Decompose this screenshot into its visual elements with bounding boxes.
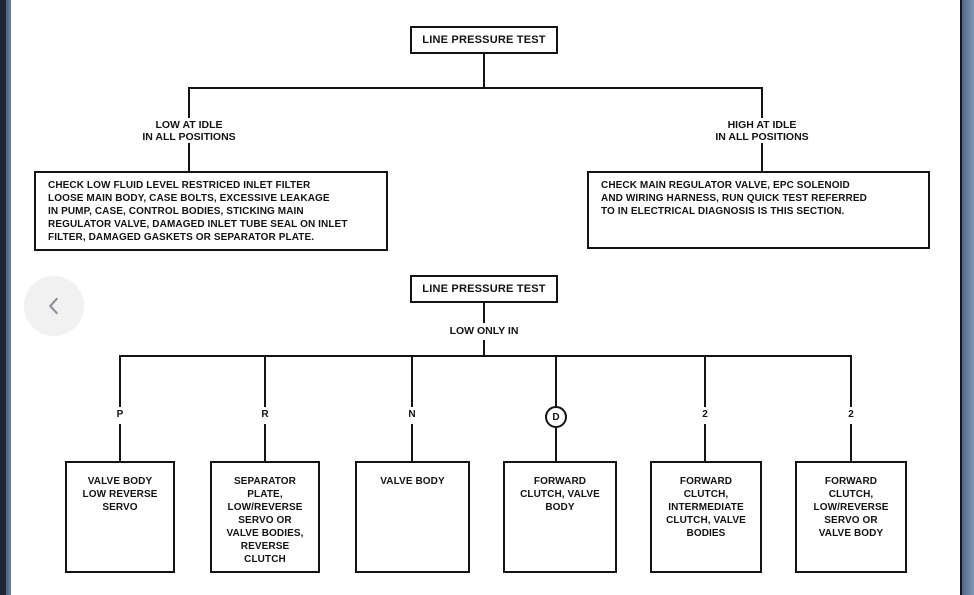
flow-box-result-2a: FORWARD CLUTCH, INTERMEDIATE CLUTCH, VAL… (650, 461, 762, 573)
connector (555, 428, 557, 461)
flow-box-line-pressure-test-2: LINE PRESSURE TEST (410, 275, 558, 303)
gear-position-label-n: N (408, 409, 416, 420)
connector (483, 54, 485, 88)
flow-box-high-idle-action: CHECK MAIN REGULATOR VALVE, EPC SOLENOID… (587, 171, 930, 249)
window-edge-right-dark (960, 0, 962, 595)
connector (188, 87, 190, 118)
window-edge-right-slate (962, 0, 974, 595)
connector (264, 424, 266, 461)
branch-label-low-at-idle: LOW AT IDLE IN ALL POSITIONS (142, 119, 236, 143)
flow-box-low-idle-action: CHECK LOW FLUID LEVEL RESTRICED INLET FI… (34, 171, 388, 251)
branch-label-high-at-idle: HIGH AT IDLE IN ALL POSITIONS (715, 119, 809, 143)
connector (704, 424, 706, 461)
gear-position-label-d-circled: D (545, 406, 567, 428)
connector (119, 355, 852, 357)
gear-position-label-p: P (116, 409, 124, 420)
window-edge-left-dark (0, 0, 6, 595)
gear-position-label-2a: 2 (702, 409, 708, 420)
connector (850, 424, 852, 461)
gear-position-label-2b: 2 (848, 409, 854, 420)
flow-box-result-d: FORWARD CLUTCH, VALVE BODY (503, 461, 617, 573)
flow-box-line-pressure-test-1: LINE PRESSURE TEST (410, 26, 558, 54)
connector (850, 355, 852, 407)
connector (264, 355, 266, 407)
connector (483, 303, 485, 323)
gear-position-label-r: R (261, 409, 269, 420)
connector (704, 355, 706, 407)
connector (761, 87, 763, 118)
flow-box-result-p: VALVE BODY LOW REVERSE SERVO (65, 461, 175, 573)
flow-box-result-r: SEPARATOR PLATE, LOW/REVERSE SERVO OR VA… (210, 461, 320, 573)
connector (411, 355, 413, 407)
connector (119, 424, 121, 461)
connector (555, 355, 557, 407)
connector (188, 143, 190, 171)
window-edge-left-slate (6, 0, 11, 595)
flow-box-result-2b: FORWARD CLUTCH, LOW/REVERSE SERVO OR VAL… (795, 461, 907, 573)
connector (411, 424, 413, 461)
flow-box-result-n: VALVE BODY (355, 461, 470, 573)
connector (761, 143, 763, 171)
chevron-left-icon (41, 293, 67, 319)
connector (483, 340, 485, 356)
connector (188, 87, 763, 89)
branch-label-low-only-in: LOW ONLY IN (449, 325, 519, 337)
previous-page-button[interactable] (24, 276, 84, 336)
connector (119, 355, 121, 407)
